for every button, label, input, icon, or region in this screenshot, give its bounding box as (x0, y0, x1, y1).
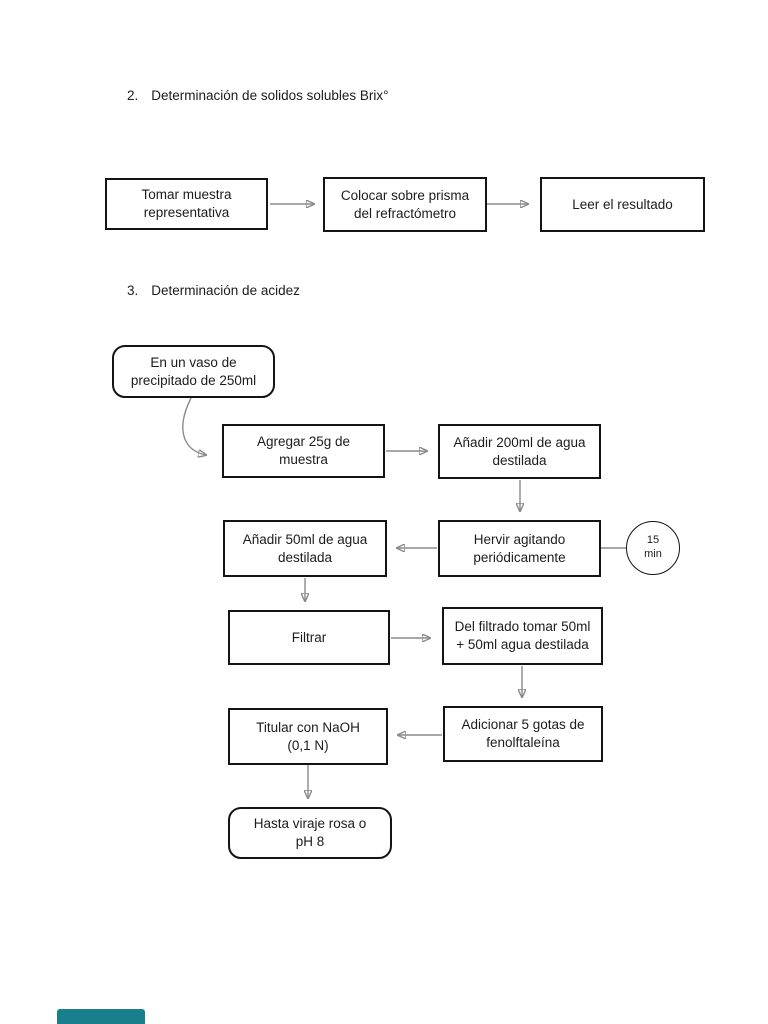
section-title: Determinación de acidez (151, 283, 300, 298)
node-label: Del filtrado tomar 50ml + 50ml agua dest… (454, 619, 591, 652)
node-label: Hervir agitando periódicamente (473, 531, 566, 565)
flow-node-adicionar-fenolftaleina: Adicionar 5 gotas de fenolftaleína (443, 706, 603, 762)
section-number: 2. (127, 88, 139, 103)
flow-node-anadir-200ml: Añadir 200ml de agua destilada (438, 424, 601, 479)
node-label: Filtrar (291, 629, 327, 645)
flow-node-colocar-prisma: Colocar sobre prisma del refractómetro (323, 177, 487, 232)
node-label: Agregar 25g de muestra (256, 434, 351, 467)
node-label: En un vaso de precipitado de 250ml (130, 354, 257, 388)
flow-node-tomar-muestra: Tomar muestra representativa (105, 178, 268, 230)
flow-node-timer-15min: 15 min (626, 521, 680, 575)
flow-node-hervir-agitando: Hervir agitando periódicamente (438, 520, 601, 577)
section-title: Determinación de solidos solubles Brix° (151, 88, 389, 103)
flow-node-anadir-50ml: Añadir 50ml de agua destilada (223, 520, 387, 577)
node-label: Tomar muestra representativa (141, 187, 232, 220)
section-heading-brix: 2. Determinación de solidos solubles Bri… (127, 88, 389, 103)
node-label: 15 min (644, 534, 662, 560)
node-label: Titular con NaOH (0,1 N) (256, 719, 360, 753)
arrow-vaso-agregar-curved (182, 397, 206, 455)
node-label: Leer el resultado (572, 196, 673, 212)
node-label: Adicionar 5 gotas de fenolftaleína (461, 717, 585, 750)
node-label: Colocar sobre prisma del refractómetro (340, 187, 470, 221)
teal-footer-fragment (57, 1009, 145, 1024)
flow-node-hasta-viraje: Hasta viraje rosa o pH 8 (228, 807, 392, 859)
flow-node-leer-resultado: Leer el resultado (540, 177, 705, 232)
section-number: 3. (127, 283, 139, 298)
flow-node-vaso-precipitado: En un vaso de precipitado de 250ml (112, 345, 275, 398)
flow-node-filtrar: Filtrar (228, 610, 390, 665)
node-label: Hasta viraje rosa o pH 8 (253, 816, 367, 849)
node-label: Añadir 50ml de agua destilada (242, 531, 368, 565)
flow-node-del-filtrado: Del filtrado tomar 50ml + 50ml agua dest… (442, 607, 603, 665)
flow-node-titular-naoh: Titular con NaOH (0,1 N) (228, 708, 388, 765)
flow-node-agregar-muestra: Agregar 25g de muestra (222, 424, 385, 478)
section-heading-acidez: 3. Determinación de acidez (127, 283, 300, 298)
node-label: Añadir 200ml de agua destilada (453, 434, 586, 468)
